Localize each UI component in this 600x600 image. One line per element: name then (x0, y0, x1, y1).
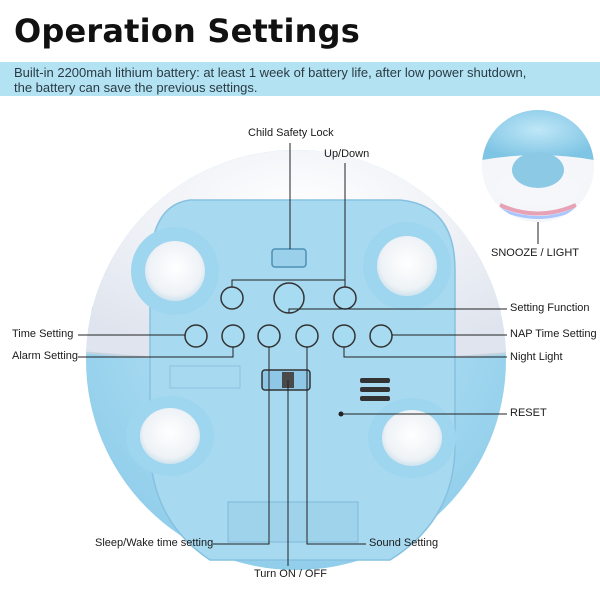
label-time-setting: Time Setting (12, 328, 74, 340)
label-sleep-wake-time-setting: Sleep/Wake time setting (95, 537, 214, 549)
snooze-light-thumbnail (482, 110, 594, 222)
label-setting-function: Setting Function (510, 302, 590, 314)
battery-info-line-1: Built-in 2200mah lithium battery: at lea… (14, 65, 527, 80)
reset-hole (338, 411, 344, 417)
down-button (333, 286, 357, 310)
foot-bottom-left (126, 396, 214, 476)
alarm-setting-button (221, 324, 245, 348)
sleep-wake-button (257, 324, 281, 348)
label-snooze-light: SNOOZE / LIGHT (491, 247, 580, 259)
label-reset: RESET (510, 407, 547, 419)
battery-info-line-2: the battery can save the previous settin… (14, 80, 258, 95)
nap-time-button (369, 324, 393, 348)
time-setting-button (184, 324, 208, 348)
child-safety-lock-switch (271, 248, 307, 268)
label-child-safety-lock: Child Safety Lock (248, 127, 334, 139)
label-nap-time-setting: NAP Time Setting (510, 328, 597, 340)
page-title: Operation Settings (14, 12, 361, 50)
foot-top-right (363, 222, 451, 310)
label-alarm-setting: Alarm Setting (12, 350, 79, 362)
device-buttons (184, 248, 393, 417)
device-feet (126, 222, 456, 478)
night-light-button (332, 324, 356, 348)
label-up-down: Up/Down (324, 148, 370, 160)
foot-top-left (131, 227, 219, 315)
battery-info-text: Built-in 2200mah lithium battery: at lea… (14, 65, 592, 95)
battery-info-banner: Built-in 2200mah lithium battery: at lea… (0, 62, 600, 96)
leader-lines (78, 143, 539, 566)
foot-bottom-right (368, 398, 456, 478)
label-sound-setting: Sound Setting (369, 537, 439, 549)
up-button (220, 286, 244, 310)
label-turn-on-off: Turn ON / OFF (254, 568, 327, 580)
label-night-light: Night Light (510, 351, 563, 363)
sound-setting-button (295, 324, 319, 348)
